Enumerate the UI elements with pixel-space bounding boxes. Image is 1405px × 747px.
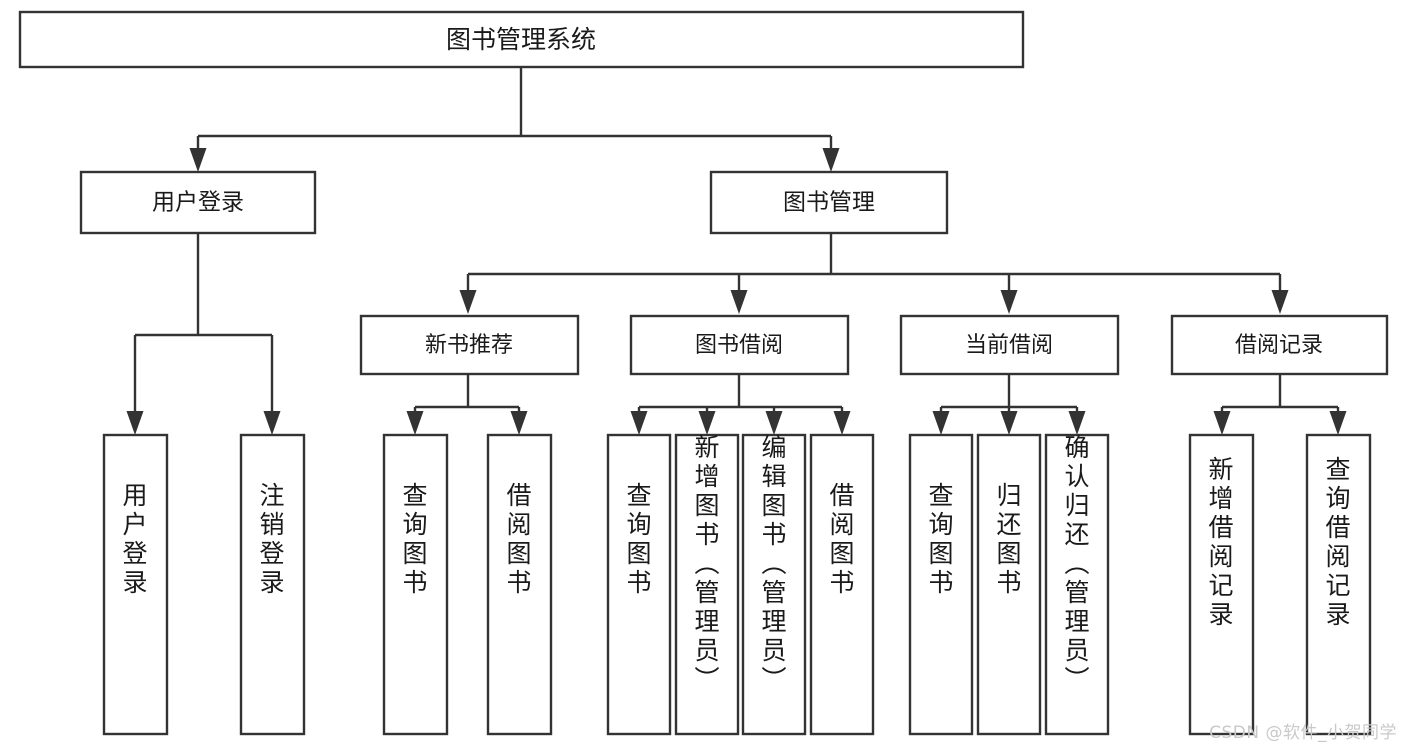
node-book-management[interactable]: 图书管理: [709, 170, 949, 235]
arrow-icon-br-leaf-2: [1329, 411, 1347, 435]
arrow-icon-nb-leaf-1: [406, 411, 424, 435]
node-box-borrow-record[interactable]: [1170, 314, 1389, 376]
leaf-node-new-book-1[interactable]: 查询图书: [382, 433, 449, 736]
node-box-user-login[interactable]: [79, 170, 317, 235]
leaf-node-current-borrow-1[interactable]: 查询图书: [908, 433, 974, 736]
leaf-node-book-borrow-2[interactable]: 新增图书︵管理员︶: [674, 433, 740, 736]
arrow-icon-bm-to-current-borrow: [1000, 290, 1018, 314]
leaf-node-borrow-record-2[interactable]: 查询借阅记录: [1305, 433, 1372, 736]
arrow-icon-user-login-leaf-1: [126, 411, 144, 435]
node-current-borrow[interactable]: 当前借阅: [899, 314, 1120, 376]
leaf-node-current-borrow-3[interactable]: 确认归还︵管理员︶: [1044, 433, 1110, 736]
leaf-label-book-borrow-1: 查询图书: [626, 481, 651, 597]
node-book-borrow[interactable]: 图书借阅: [629, 314, 850, 376]
leaf-box-user-login-2[interactable]: [239, 433, 306, 736]
arrow-icon-bb-leaf-2: [698, 411, 716, 435]
leaf-box-book-borrow-2[interactable]: [674, 433, 740, 736]
leaf-node-user-login-1[interactable]: 用户登录: [102, 433, 169, 736]
connector-layer: [126, 67, 1347, 435]
arrow-icon-cb-leaf-3: [1068, 411, 1086, 435]
node-box-book-borrow[interactable]: [629, 314, 850, 376]
leaf-box-book-borrow-4[interactable]: [809, 433, 875, 736]
node-label-root: 图书管理系统: [446, 25, 596, 54]
leaf-node-book-borrow-3[interactable]: 编辑图书︵管理员︶: [741, 433, 807, 736]
leaf-label-book-borrow-2: 新增图书︵管理员︶: [694, 433, 719, 694]
leaf-box-current-borrow-1[interactable]: [908, 433, 974, 736]
node-box-book-management[interactable]: [709, 170, 949, 235]
node-new-book-recommend[interactable]: 新书推荐: [359, 314, 580, 376]
leaf-label-borrow-record-1: 新增借阅记录: [1208, 455, 1233, 629]
leaf-node-borrow-record-1[interactable]: 新增借阅记录: [1188, 433, 1255, 736]
arrow-icon-user-login-leaf-2: [263, 411, 281, 435]
arrow-icon-nb-leaf-2: [510, 411, 528, 435]
leaf-label-borrow-record-2: 查询借阅记录: [1325, 455, 1350, 629]
leaf-label-book-borrow-4: 借阅图书: [829, 481, 854, 597]
leaf-box-current-borrow-2[interactable]: [976, 433, 1042, 736]
leaf-node-book-borrow-4[interactable]: 借阅图书: [809, 433, 875, 736]
node-user-login[interactable]: 用户登录: [79, 170, 317, 235]
leaf-node-new-book-2[interactable]: 借阅图书: [486, 433, 553, 736]
arrow-icon-root-to-book-manage: [822, 148, 840, 172]
arrow-icon-bb-leaf-3: [765, 411, 783, 435]
leaf-box-book-borrow-1[interactable]: [606, 433, 672, 736]
leaf-box-book-borrow-3[interactable]: [741, 433, 807, 736]
node-root-book-management-system[interactable]: 图书管理系统: [18, 10, 1025, 69]
leaf-label-user-login-2: 注销登录: [259, 481, 284, 597]
node-label-book-management: 图书管理: [783, 190, 875, 216]
leaf-label-current-borrow-1: 查询图书: [928, 481, 953, 597]
leaf-box-user-login-1[interactable]: [102, 433, 169, 736]
leaf-box-borrow-record-2[interactable]: [1305, 433, 1372, 736]
arrow-icon-bm-to-borrow-record: [1271, 290, 1289, 314]
arrow-icon-bb-leaf-4: [833, 411, 851, 435]
node-label-book-borrow: 图书借阅: [695, 333, 783, 358]
node-label-user-login: 用户登录: [152, 190, 244, 216]
node-label-current-borrow: 当前借阅: [965, 333, 1053, 358]
arrow-icon-bm-to-book-borrow: [730, 290, 748, 314]
leaf-label-current-borrow-2: 归还图书: [996, 481, 1021, 597]
arrow-icon-br-leaf-1: [1213, 411, 1231, 435]
node-borrow-record[interactable]: 借阅记录: [1170, 314, 1389, 376]
leaf-label-current-borrow-3: 确认归还︵管理员︶: [1064, 433, 1089, 694]
leaf-node-user-login-2[interactable]: 注销登录: [239, 433, 306, 736]
arrow-icon-bb-leaf-1: [630, 411, 648, 435]
leaf-label-user-login-1: 用户登录: [122, 481, 147, 597]
leaf-box-new-book-1[interactable]: [382, 433, 449, 736]
leaf-node-current-borrow-2[interactable]: 归还图书: [976, 433, 1042, 736]
node-label-new-book-recommend: 新书推荐: [425, 333, 513, 358]
leaf-label-new-book-1: 查询图书: [402, 481, 427, 597]
node-label-borrow-record: 借阅记录: [1235, 333, 1323, 358]
csdn-watermark: CSDN @软件_小贺同学: [1209, 723, 1397, 743]
node-box-root[interactable]: [18, 10, 1025, 69]
leaf-box-new-book-2[interactable]: [486, 433, 553, 736]
node-box-current-borrow[interactable]: [899, 314, 1120, 376]
arrow-icon-bm-to-new-book: [459, 290, 477, 314]
arrow-icon-cb-leaf-1: [932, 411, 950, 435]
arrow-icon-cb-leaf-2: [1000, 411, 1018, 435]
arrow-icon-root-to-user-login: [189, 148, 207, 172]
leaf-box-borrow-record-1[interactable]: [1188, 433, 1255, 736]
leaf-label-book-borrow-3: 编辑图书︵管理员︶: [761, 433, 786, 694]
leaf-label-new-book-2: 借阅图书: [506, 481, 531, 597]
node-box-new-book-recommend[interactable]: [359, 314, 580, 376]
leaf-node-book-borrow-1[interactable]: 查询图书: [606, 433, 672, 736]
leaf-box-current-borrow-3[interactable]: [1044, 433, 1110, 736]
